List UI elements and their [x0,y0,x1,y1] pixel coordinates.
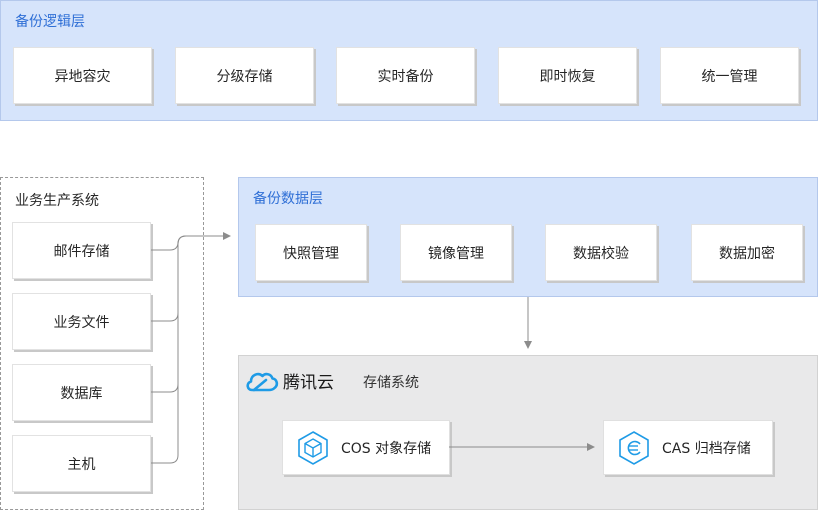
cas-label: CAS 归档存储 [662,440,751,457]
backup-data-layer-title: 备份数据层 [253,191,323,207]
data-item-data-encryption: 数据加密 [691,224,803,281]
production-systems-title: 业务生产系统 [15,193,99,209]
data-item-data-verification: 数据校验 [545,224,657,281]
cos-label: COS 对象存储 [341,440,432,457]
data-item-image-management: 镜像管理 [400,224,512,281]
cos-object-storage: COS 对象存储 [282,420,450,475]
backup-logic-layer: 备份逻辑层 异地容灾 分级存储 实时备份 即时恢复 统一管理 [0,0,818,121]
logic-item-instant-recovery: 即时恢复 [498,47,637,104]
storage-system-title: 存储系统 [363,375,419,391]
archive-icon [619,430,649,465]
logic-item-unified-management: 统一管理 [660,47,799,104]
storage-system-group: 腾讯云 存储系统 COS 对象存储 CAS 归档存储 [238,355,818,510]
prod-item-host: 主机 [12,435,151,492]
backup-logic-layer-title: 备份逻辑层 [15,14,85,30]
logic-item-realtime-backup: 实时备份 [336,47,475,104]
tencent-cloud-brand: 腾讯云 [245,368,334,393]
cube-icon [298,430,328,465]
cas-archive-storage: CAS 归档存储 [603,420,773,475]
data-item-snapshot-management: 快照管理 [255,224,367,281]
backup-data-layer: 备份数据层 快照管理 镜像管理 数据校验 数据加密 [238,177,818,297]
prod-item-business-files: 业务文件 [12,293,151,350]
tencent-cloud-brand-text: 腾讯云 [283,373,334,393]
tencent-cloud-logo [246,372,279,391]
prod-item-database: 数据库 [12,364,151,421]
prod-item-mail-storage: 邮件存储 [12,222,151,279]
logic-item-tiered-storage: 分级存储 [175,47,314,104]
logic-item-remote-disaster-recovery: 异地容灾 [13,47,152,104]
